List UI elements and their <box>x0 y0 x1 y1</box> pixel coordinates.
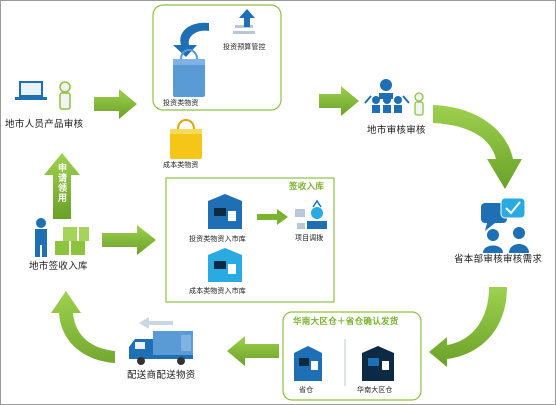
project-alloc-icon <box>295 199 327 229</box>
invest-in-icon <box>208 194 242 229</box>
arrow-to-project <box>257 209 288 225</box>
label-city-review: 地市审核审核 <box>367 125 426 136</box>
arrow-top-to-city <box>319 86 359 116</box>
label-south-wh: 华南大区仓 <box>357 386 393 394</box>
label-invest-goods: 投资类物资 <box>163 99 199 107</box>
middle-panel-title: 签收入库 <box>289 182 325 192</box>
arrow-local-to-top <box>94 89 137 119</box>
cost-in-icon <box>208 248 242 282</box>
receive-warehouse-icon <box>35 218 89 257</box>
bottom-panel-title: 华南大区仓＋省仓确认发货 <box>293 317 399 327</box>
arrow-city-to-province <box>433 105 522 189</box>
label-project-alloc: 项目调拨 <box>295 234 324 242</box>
label-distributor-ship: 配送商配送物资 <box>127 370 196 381</box>
label-city-receive: 地市签收入库 <box>29 261 88 272</box>
bag-invest-icon <box>173 49 205 97</box>
truck-icon <box>129 317 193 365</box>
arrow-province-to-bottom <box>429 287 507 367</box>
province-meeting-icon <box>481 197 529 253</box>
province-wh-icon <box>294 346 322 381</box>
label-budget-control: 投资预算管控 <box>223 43 266 51</box>
label-cost-goods: 成本类物资 <box>163 161 199 169</box>
person-icon-local <box>59 81 71 110</box>
person-icon-city <box>414 92 424 116</box>
label-apply-use: 申请领用 <box>56 163 66 203</box>
label-invest-in: 投资类物资入市库 <box>189 235 246 243</box>
label-province-wh: 省仓 <box>299 386 314 394</box>
label-local-review: 地市人员产品审核 <box>5 119 84 130</box>
people-group-icon <box>364 79 410 113</box>
label-province-review: 省本部审核审核需求 <box>454 254 543 265</box>
arrow-receive-to-middle <box>102 225 156 255</box>
curved-arrow-icon <box>173 22 209 57</box>
budget-icon <box>233 9 255 34</box>
laptop-icon <box>15 81 47 100</box>
south-wh-icon <box>362 346 394 381</box>
top-panel-box <box>152 4 282 111</box>
bag-cost-icon <box>170 119 202 159</box>
arrow-bottom-to-distributor <box>227 336 279 366</box>
arrow-apply-use <box>44 153 80 219</box>
arrow-distributor-to-receive <box>51 291 115 377</box>
middle-panel-box <box>165 177 335 303</box>
label-cost-in: 成本类物资入市库 <box>189 287 246 295</box>
